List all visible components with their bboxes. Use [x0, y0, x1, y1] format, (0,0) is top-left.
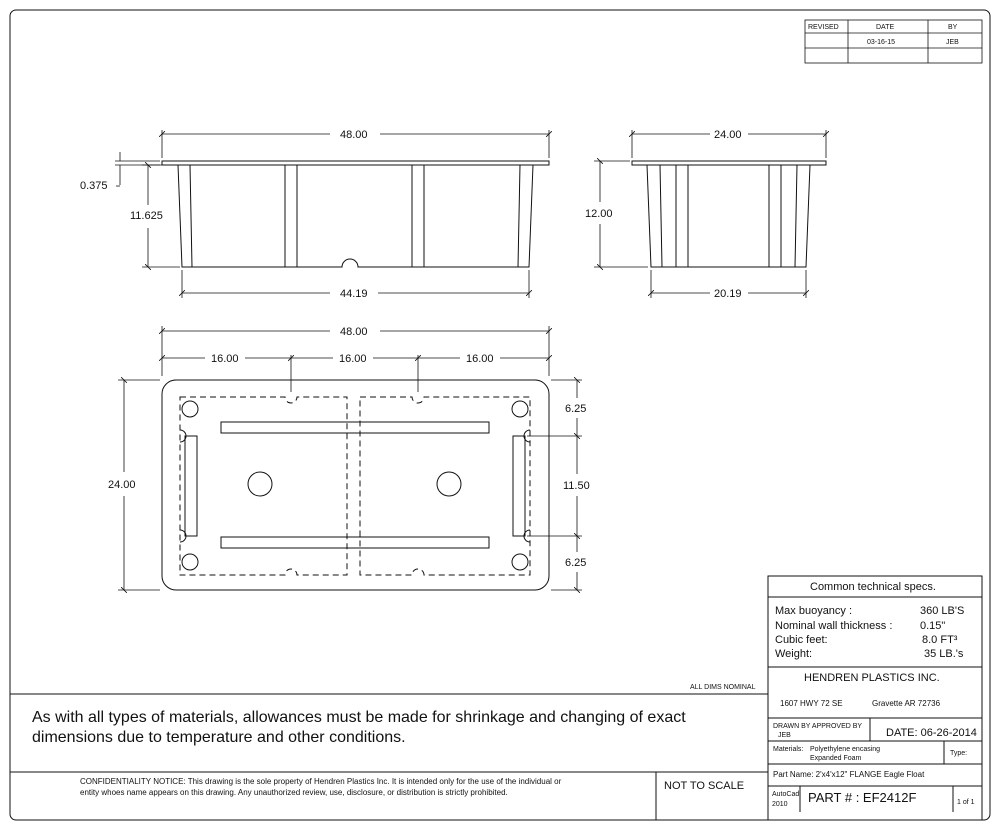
side-view: 48.00 0.375 11.625 44.19 — [80, 129, 549, 300]
top-segment-2-dim: 16.00 — [339, 353, 367, 365]
company-city: Gravette AR 72736 — [872, 699, 941, 708]
company-address: 1607 HWY 72 SE — [780, 699, 843, 708]
revision-header-date: DATE — [876, 24, 894, 31]
top-edge-bottom-dim: 6.25 — [565, 557, 586, 569]
spec-value-weight: 35 LB.'s — [924, 648, 964, 660]
drawn-by-name: JEB — [778, 732, 791, 739]
cad-version-line-2: 2010 — [772, 801, 788, 808]
all-dims-nominal-note: ALL DIMS NOMINAL — [690, 684, 756, 691]
drawn-by-label: DRAWN BY APPROVED BY — [773, 723, 862, 730]
allowance-note-line-1: As with all types of materials, allowanc… — [32, 709, 686, 726]
specs-heading: Common technical specs. — [810, 581, 936, 593]
end-bottom-width-dim: 20.19 — [714, 288, 742, 300]
not-to-scale: NOT TO SCALE — [664, 780, 744, 792]
top-segment-1-dim: 16.00 — [211, 353, 239, 365]
materials-label: Materials: — [773, 746, 803, 753]
top-segment-3-dim: 16.00 — [466, 353, 494, 365]
part-name: Part Name: 2'x4'x12" FLANGE Eagle Float — [773, 770, 925, 779]
side-bottom-width-dim: 44.19 — [340, 288, 368, 300]
side-flange-thickness-dim: 0.375 — [80, 180, 108, 192]
spec-value-buoyancy: 360 LB'S — [920, 605, 964, 617]
sheet-border — [9, 9, 991, 821]
sheet-number: 1 of 1 — [957, 799, 975, 806]
top-overall-depth-dim: 24.00 — [108, 479, 136, 491]
side-height-dim: 11.625 — [130, 210, 163, 222]
revision-by: JEB — [946, 39, 959, 46]
revision-header-by: BY — [948, 24, 958, 31]
spec-label-buoyancy: Max buoyancy : — [775, 605, 852, 617]
revision-date: 03-16-15 — [867, 39, 895, 46]
end-top-width-dim: 24.00 — [714, 129, 742, 141]
drawing-date: DATE: 06-26-2014 — [886, 727, 977, 739]
top-center-dim: 11.50 — [563, 480, 590, 492]
company-name: HENDREN PLASTICS INC. — [804, 672, 940, 684]
cad-version-line-1: AutoCad — [772, 791, 799, 798]
revision-header-revised: REVISED — [808, 24, 839, 31]
materials-line-2: Expanded Foam — [810, 755, 862, 762]
top-view: 48.00 16.00 16.00 16.00 24.00 6.25 11.50… — [108, 326, 590, 590]
side-top-width-dim: 48.00 — [340, 129, 368, 141]
spec-label-cubic: Cubic feet: — [775, 634, 828, 646]
confidentiality-line-1: CONFIDENTIALITY NOTICE: This drawing is … — [80, 777, 562, 786]
end-height-dim: 12.00 — [585, 208, 613, 220]
spec-label-wall: Nominal wall thickness : — [775, 620, 892, 632]
materials-line-1: Polyethylene encasing — [810, 746, 880, 753]
type-label: Type: — [950, 750, 967, 757]
allowance-note-line-2: dimensions due to temperature and other … — [32, 729, 406, 746]
title-block: Common technical specs. Max buoyancy : 3… — [767, 575, 983, 821]
revision-block: REVISED DATE BY 03-16-15 JEB — [804, 19, 983, 64]
top-overall-width-dim: 48.00 — [340, 326, 368, 338]
spec-value-wall: 0.15" — [920, 620, 945, 632]
top-edge-top-dim: 6.25 — [565, 403, 586, 415]
spec-label-weight: Weight: — [775, 648, 812, 660]
part-number: PART # : EF2412F — [808, 790, 916, 805]
end-view: 24.00 12.00 20.19 — [585, 129, 826, 300]
confidentiality-line-2: entity whoes name appears on this drawin… — [80, 788, 508, 797]
spec-value-cubic: 8.0 FT³ — [922, 634, 958, 646]
